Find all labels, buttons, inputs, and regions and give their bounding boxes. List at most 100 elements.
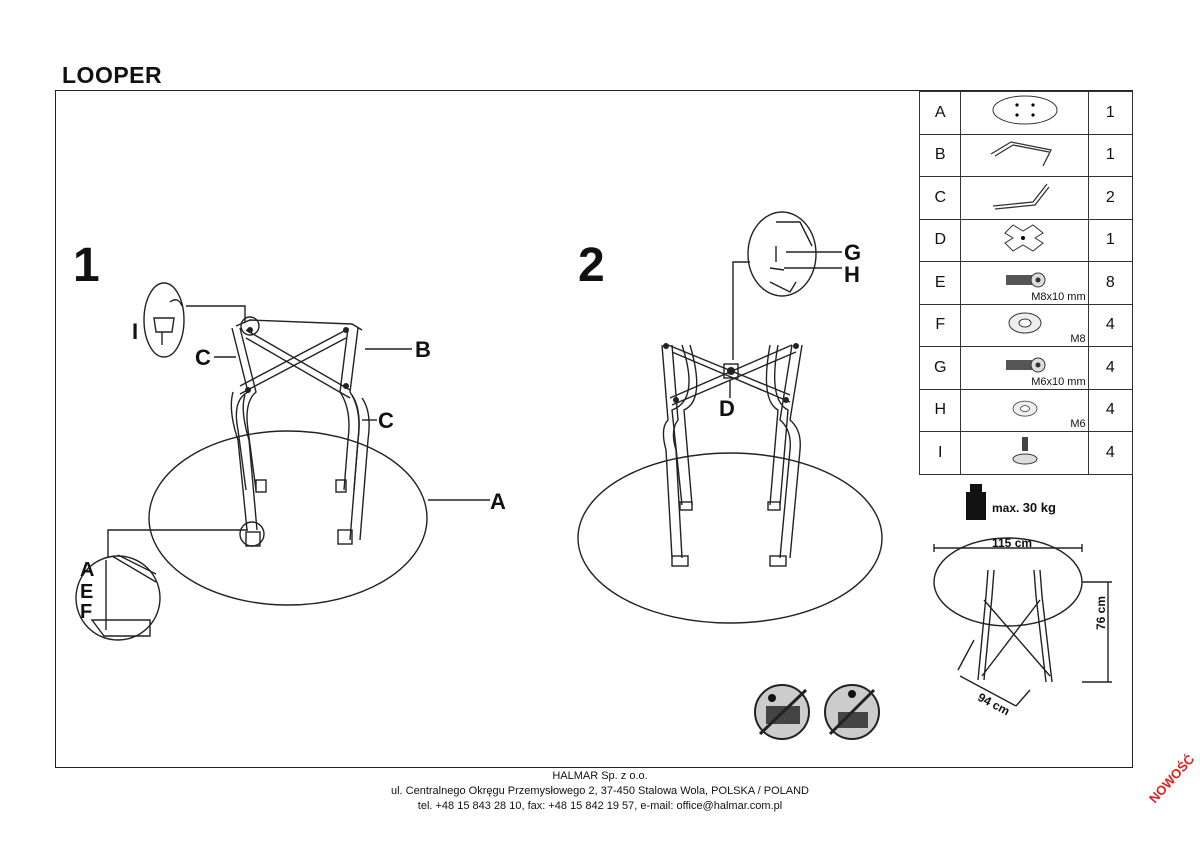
detail-marker-foot: [239, 521, 265, 547]
part-quantity: 4: [1087, 388, 1134, 432]
part-quantity: 8: [1087, 261, 1134, 305]
leg-right-front-step1: [349, 394, 370, 541]
footer-company: HALMAR Sp. z o.o.: [552, 770, 648, 782]
no-sitting-on-table-icon: [824, 684, 880, 740]
leg-left-back-step2: [671, 344, 698, 506]
part-quantity: 4: [1087, 303, 1134, 347]
table-top-a-step2: [577, 452, 883, 624]
part-spec: M8: [1070, 333, 1086, 345]
dimension-table-top: [933, 537, 1083, 627]
weight-icon: [966, 484, 986, 520]
part-letter: F: [918, 303, 962, 347]
top-bar-step1: [235, 319, 363, 331]
leg-right-step2: [779, 344, 803, 559]
part-quantity: 1: [1087, 133, 1134, 177]
part-letter: G: [918, 346, 962, 390]
label-c-left: C: [195, 345, 211, 370]
footer: HALMAR Sp. z o.o. ul. Centralnego Okręgu…: [0, 769, 1200, 814]
part-letter: A: [918, 91, 962, 135]
step-number-1: 1: [73, 239, 100, 292]
bolt-icon: [1000, 272, 1050, 299]
part-image-cell: [960, 431, 1089, 475]
part-spec: M6: [1070, 418, 1086, 430]
max-load-value: 30 kg: [1022, 500, 1056, 515]
label-e-detail: E: [80, 581, 94, 603]
dimension-height: 76 cm: [1094, 595, 1108, 630]
leg-left-front-step1: [230, 391, 258, 531]
frame-b-icon: [985, 141, 1065, 174]
label-a-detail: A: [80, 559, 95, 581]
label-g: G: [844, 240, 862, 265]
dimension-diameter: 115 cm: [992, 536, 1033, 550]
label-i: I: [132, 319, 139, 344]
part-image-cell: [960, 91, 1089, 135]
bolt-icon: [1000, 357, 1050, 384]
max-load-label: max. 30 kg: [992, 500, 1056, 515]
leg-left-step1: [231, 327, 257, 491]
dimension-legs: [977, 569, 1053, 683]
part-quantity: 1: [1087, 218, 1134, 262]
part-letter: E: [918, 261, 962, 305]
part-quantity: 2: [1087, 176, 1134, 220]
part-letter: D: [918, 218, 962, 262]
part-quantity: 4: [1087, 431, 1134, 475]
leader-i: [186, 305, 246, 322]
part-letter: B: [918, 133, 962, 177]
footer-contact: tel. +48 15 843 28 10, fax: +48 15 842 1…: [417, 800, 783, 812]
max-load-prefix: max.: [992, 501, 1020, 515]
detail-callout-gh: [747, 211, 817, 297]
part-letter: C: [918, 176, 962, 220]
part-spec: M6x10 mm: [1031, 375, 1086, 388]
part-image-cell: M8: [960, 303, 1089, 347]
label-h: H: [844, 262, 860, 287]
detail-callout-i: [143, 282, 185, 358]
part-quantity: 1: [1087, 91, 1134, 135]
washer-icon: [1000, 312, 1050, 342]
crossbar-2-step1: [239, 329, 347, 395]
detail-callout-aef: [75, 555, 161, 641]
leg-left-step2: [661, 344, 683, 559]
table-top-icon: [990, 95, 1060, 131]
part-image-cell: [960, 133, 1089, 177]
foot-pad-6: [769, 555, 787, 567]
crossbar-1-step1: [245, 329, 351, 399]
page-title: LOOPER: [62, 62, 163, 88]
instruction-frame: [55, 90, 1133, 768]
label-f-detail: F: [80, 601, 93, 623]
part-image-cell: M6x10 mm: [960, 346, 1089, 390]
foot-pad-2: [335, 479, 347, 493]
foot-glide-icon: [1005, 437, 1045, 471]
part-quantity: 4: [1087, 346, 1134, 390]
step-number-2: 2: [578, 239, 605, 292]
part-letter: I: [918, 431, 962, 475]
part-spec: M8x10 mm: [1031, 290, 1086, 303]
foot-pad-4: [337, 529, 353, 545]
foot-pad-1: [255, 479, 267, 493]
label-a: A: [490, 489, 506, 514]
leader-aef: [107, 529, 248, 558]
label-c-right: C: [378, 408, 394, 433]
frame-c-icon: [985, 183, 1065, 216]
no-standing-on-table-icon: [754, 684, 810, 740]
label-d: D: [719, 396, 735, 421]
washer-icon: [1006, 397, 1044, 423]
leader-gh: [732, 261, 750, 360]
connector-d-step2: [723, 363, 739, 379]
part-image-cell: [960, 176, 1089, 220]
detail-marker-top: [240, 316, 260, 336]
foot-pad-8: [767, 501, 781, 511]
part-image-cell: M6: [960, 388, 1089, 432]
cross-connector-icon: [995, 224, 1055, 259]
part-letter: H: [918, 388, 962, 432]
